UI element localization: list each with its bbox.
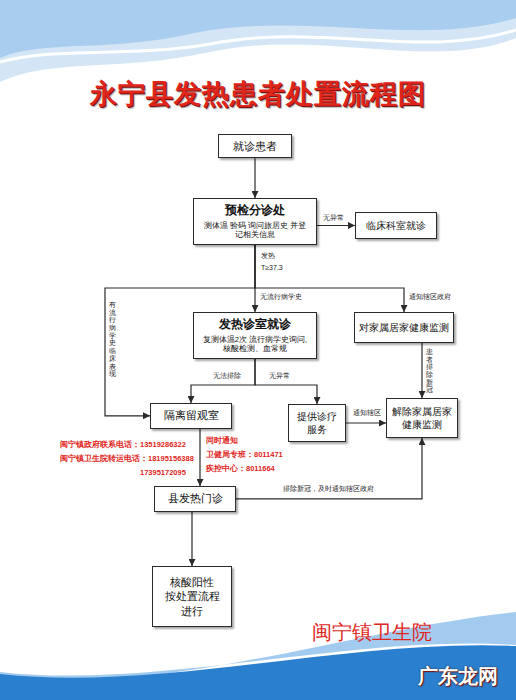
flow-arrow bbox=[255, 245, 404, 312]
process-box: 发热诊室就诊复测体温2次 流行病学史询问, 核酸检测、血常规 bbox=[193, 312, 317, 359]
bottom-wave bbox=[0, 645, 516, 700]
box-heading: 隔离留观室 bbox=[155, 409, 227, 423]
process-box: 临床科室就诊 bbox=[355, 212, 437, 239]
process-box: 隔离留观室 bbox=[150, 403, 232, 429]
box-heading: 核酸阳性 按处置流程 进行 bbox=[163, 575, 221, 618]
box-body: 复测体温2次 流行病学史询问, 核酸检测、血常规 bbox=[200, 335, 310, 355]
flow-arrow bbox=[191, 512, 192, 566]
contact-note: 闽宁镇政府联系电话：13519286322 bbox=[60, 440, 186, 449]
box-heading: 临床科室就诊 bbox=[360, 219, 432, 232]
edge-label: 通知辖区政府 bbox=[408, 293, 452, 301]
process-box: 提供诊疗服务 bbox=[288, 404, 346, 442]
contact-note: 卫健局专班：8011471 bbox=[206, 450, 283, 459]
contact-note: 疾控中心：8011664 bbox=[206, 464, 275, 473]
flow-arrow bbox=[346, 422, 386, 423]
process-box: 对家属居家健康监测 bbox=[354, 312, 454, 343]
edge-label: 有流行病学史 临床表现 bbox=[109, 300, 116, 379]
diagram-title: 永宁县发热患者处置流程图 bbox=[0, 76, 516, 112]
flow-arrow bbox=[254, 158, 255, 198]
flow-note: T≥37.3 bbox=[260, 264, 284, 272]
box-heading: 解除家属居家健康监测 bbox=[392, 405, 452, 431]
flow-arrow bbox=[199, 429, 200, 486]
footer-text: 闽宁镇卫生院 bbox=[312, 620, 432, 644]
contact-note: 闽宁镇卫生院转运电话：18195156388 bbox=[60, 454, 194, 463]
top-wave bbox=[0, 0, 516, 82]
process-box: 核酸阳性 按处置流程 进行 bbox=[152, 566, 232, 627]
box-heading: 对家属居家健康监测 bbox=[359, 321, 449, 334]
box-heading: 预检分诊处 bbox=[200, 203, 310, 219]
watermark: 广东龙网 bbox=[418, 664, 498, 688]
edge-label: 无法排除 bbox=[212, 372, 242, 380]
edge-label: 患者排除新冠 bbox=[426, 347, 433, 395]
box-body: 测体温 验码 询问旅居史 并登记相关信息 bbox=[200, 221, 310, 241]
edge-label: 无流行病学史 bbox=[259, 293, 303, 301]
flow-arrow bbox=[236, 438, 422, 499]
contact-note: 17395172095 bbox=[140, 468, 186, 477]
flow-arrow bbox=[255, 359, 317, 404]
box-heading: 县发热门诊 bbox=[159, 492, 231, 506]
box-heading: 发热诊室就诊 bbox=[200, 317, 310, 333]
process-box: 县发热门诊 bbox=[154, 486, 236, 512]
process-box: 解除家属居家健康监测 bbox=[386, 398, 458, 438]
contact-note: 同时通知 bbox=[206, 436, 238, 445]
flow-arrow bbox=[317, 225, 355, 226]
flow-arrow bbox=[421, 343, 422, 398]
process-box: 就诊患者 bbox=[218, 134, 292, 158]
top-wave-dark bbox=[0, 0, 516, 58]
flow-note: 发热 bbox=[260, 252, 276, 260]
edge-label: 无异常 bbox=[322, 214, 345, 222]
box-heading: 提供诊疗服务 bbox=[295, 410, 339, 436]
edge-label: 通知辖区 bbox=[352, 409, 382, 417]
box-heading: 就诊患者 bbox=[223, 139, 287, 153]
edge-label: 无异常 bbox=[268, 372, 291, 380]
process-box: 预检分诊处测体温 验码 询问旅居史 并登记相关信息 bbox=[193, 198, 317, 245]
top-swoosh bbox=[0, 30, 516, 62]
edge-label: 排除新冠，及时通知辖区政府 bbox=[282, 485, 375, 493]
flow-arrow bbox=[191, 359, 255, 403]
